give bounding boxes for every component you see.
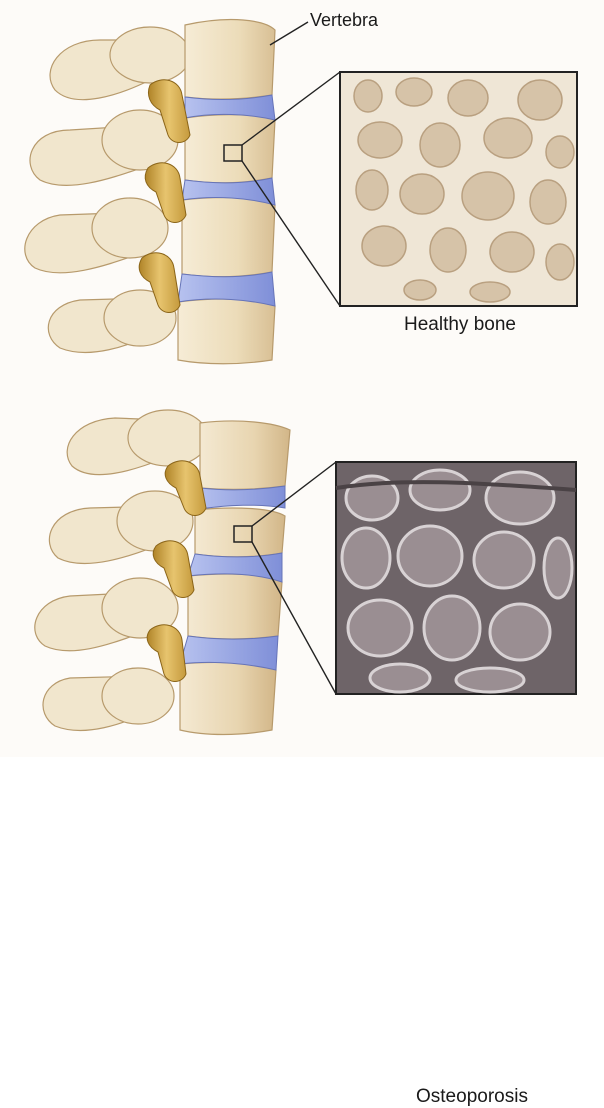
osteoporosis-illustration: Vertebra Healthy bone [0,0,604,757]
healthy-bone-zoom [340,72,577,306]
healthy-bone-label: Healthy bone [404,314,516,336]
osteoporosis-label: Osteoporosis [416,1086,528,1108]
vertebra-label: Vertebra [310,10,378,31]
osteoporotic-bone-zoom [336,462,576,694]
healthy-spine-panel: Vertebra Healthy bone [0,0,604,378]
osteoporosis-spine-drawing [0,378,604,757]
vertebra-leader-line [270,22,308,45]
osteoporosis-spine-panel: Osteoporosis [0,378,604,757]
